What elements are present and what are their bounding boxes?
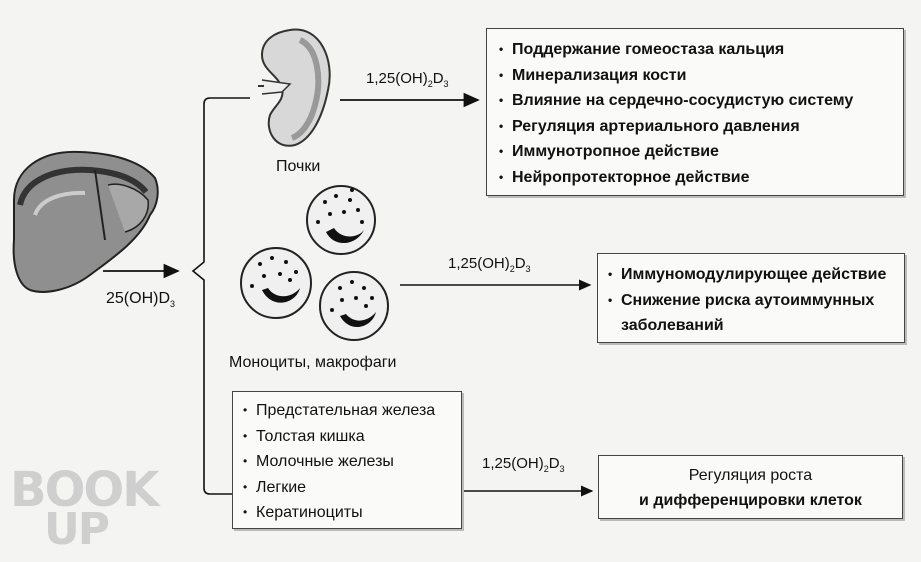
monocyte-cell-1 — [306, 185, 376, 255]
list-item: Снижение риска аутоиммунных — [606, 288, 904, 314]
tissues-effect-line-1: Регуляция роста — [688, 467, 813, 484]
monocytes-formula: 1,25(OH)2D3 — [448, 255, 531, 274]
list-item: Иммуномодулирующее действие — [606, 262, 904, 288]
kidney-icon — [258, 28, 331, 147]
liver-icon — [12, 150, 159, 293]
list-item: Влияние на сердечно-сосудистую систему — [497, 88, 903, 114]
list-item: Молочные железы — [241, 449, 461, 475]
list-item: Минерализация кости — [497, 63, 903, 89]
kidney-label: Почки — [276, 158, 321, 175]
list-item: Иммунотропное действие — [497, 139, 903, 165]
liver-output-label: 25(OH)D3 — [106, 290, 176, 310]
branch-bracket — [191, 97, 250, 495]
tissues-effect-box: Регуляция роста и дифференцировки клеток — [598, 455, 903, 519]
list-item: Предстательная железа — [241, 398, 461, 424]
tissues-formula: 1,25(OH)2D3 — [482, 455, 565, 474]
monocytes-label: Моноциты, макрофаги — [229, 354, 397, 371]
tissues-list: Предстательная железа Толстая кишка Моло… — [241, 398, 461, 526]
list-item: Кератиноциты — [241, 500, 461, 526]
list-item: Толстая кишка — [241, 424, 461, 450]
tissues-box: Предстательная железа Толстая кишка Моло… — [232, 391, 462, 529]
kidney-formula: 1,25(OH)2D3 — [366, 70, 449, 89]
tissues-effect-line-2: и дифференцировки клеток — [639, 492, 862, 509]
kidney-effects-list: Поддержание гомеостаза кальция Минерализ… — [497, 37, 903, 190]
monocytes-effects-list: Иммуномодулирующее действие Снижение рис… — [606, 262, 904, 313]
list-item-continuation: заболеваний — [621, 317, 724, 334]
list-item: Легкие — [241, 475, 461, 501]
watermark-line-1: BOOK — [10, 462, 159, 518]
list-item: Нейропротекторное действие — [497, 165, 903, 191]
list-item: Поддержание гомеостаза кальция — [497, 37, 903, 63]
bookup-watermark: BOOK UP — [10, 466, 170, 555]
kidney-effects-box: Поддержание гомеостаза кальция Минерализ… — [486, 28, 904, 196]
watermark-line-2: UP — [44, 504, 110, 555]
list-item: Регуляция артериального давления — [497, 114, 903, 140]
monocyte-cell-3 — [319, 271, 389, 341]
monocyte-cell-2 — [240, 247, 312, 319]
monocytes-effects-box: Иммуномодулирующее действие Снижение рис… — [597, 253, 905, 343]
